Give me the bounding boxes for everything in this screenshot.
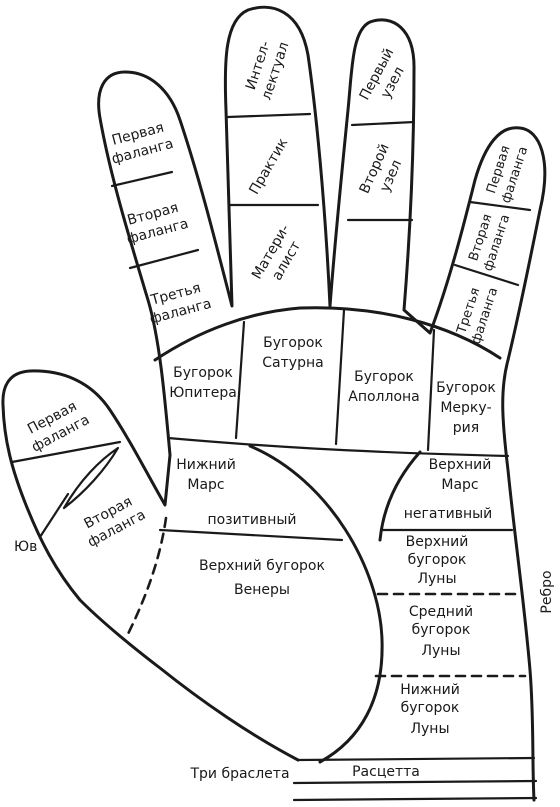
hand-outline xyxy=(1,5,547,802)
svg-text:бугорок: бугорок xyxy=(401,700,460,716)
svg-text:Нижний: Нижний xyxy=(400,682,460,698)
label-ring-second: Второй узел xyxy=(357,141,406,196)
middle-divider-1 xyxy=(226,112,312,119)
label-positive: позитивный xyxy=(207,512,296,528)
finger-base-arc xyxy=(153,306,502,362)
label-lower-luna: Нижний бугорок Луны xyxy=(400,682,460,737)
label-edge: Ребро xyxy=(539,570,555,613)
venus-curve xyxy=(248,444,384,764)
label-middle-material: Матери- алист xyxy=(249,222,304,284)
bracelet-1 xyxy=(296,756,536,762)
svg-text:Верхний бугорок: Верхний бугорок xyxy=(199,558,325,574)
svg-text:Аполлона: Аполлона xyxy=(348,389,420,405)
label-mount-apollo: Бугорок Аполлона xyxy=(348,369,420,405)
label-negative: негативный xyxy=(404,506,493,522)
svg-text:Нижний: Нижний xyxy=(176,457,236,473)
svg-text:бугорок: бугорок xyxy=(412,622,471,638)
label-middle-practical: Практик xyxy=(246,136,291,198)
svg-text:Бугорок: Бугорок xyxy=(354,369,414,385)
label-yuv: Юв xyxy=(14,539,37,555)
svg-text:Средний: Средний xyxy=(409,604,473,620)
mount-divider-2 xyxy=(334,308,346,446)
index-divider-2 xyxy=(128,248,200,270)
svg-text:Сатурна: Сатурна xyxy=(262,355,323,371)
svg-text:Бугорок: Бугорок xyxy=(436,380,496,396)
label-thumb-second: Вторая фаланга xyxy=(81,494,148,551)
thumb-base-dashed xyxy=(124,516,168,640)
bracelet-3 xyxy=(292,796,538,802)
label-mount-mercury: Бугорок Мерку- рия xyxy=(436,380,496,436)
svg-text:Мерку-: Мерку- xyxy=(440,400,491,416)
svg-text:Верхний: Верхний xyxy=(429,457,492,473)
label-mount-saturn: Бугорок Сатурна xyxy=(262,335,323,371)
yuv-mark xyxy=(62,446,120,510)
label-index-second: Вторая фаланга xyxy=(125,200,190,248)
label-middle-intellect: Интел- лектуал xyxy=(243,39,292,102)
mars-line xyxy=(166,436,510,458)
yuv-pointer xyxy=(38,492,70,539)
mount-divider-1 xyxy=(234,320,246,440)
label-little-first: Первая фаланга xyxy=(484,144,531,205)
label-upper-mars: Верхний Марс xyxy=(429,457,492,493)
mount-divider-3 xyxy=(426,328,436,452)
label-upper-venus: Верхний бугорок Венеры xyxy=(199,558,325,598)
svg-text:Бугорок: Бугорок xyxy=(173,365,233,381)
svg-text:Марс: Марс xyxy=(187,477,224,493)
svg-text:бугорок: бугорок xyxy=(408,552,467,568)
svg-text:Верхний: Верхний xyxy=(406,534,469,550)
label-three-bracelets: Три браслета xyxy=(189,766,289,782)
svg-text:Практик: Практик xyxy=(246,136,291,198)
label-rascetta: Расцетта xyxy=(352,764,420,780)
index-divider-1 xyxy=(110,170,174,188)
svg-text:Венеры: Венеры xyxy=(234,582,290,598)
thumb-divider xyxy=(10,440,122,464)
label-ring-first: Первый узел xyxy=(357,46,408,103)
label-middle-luna: Средний бугорок Луны xyxy=(409,604,473,659)
svg-text:Юпитера: Юпитера xyxy=(169,385,237,401)
svg-text:Луны: Луны xyxy=(410,721,449,737)
label-lower-mars: Нижний Марс xyxy=(176,457,236,493)
label-mount-jupiter: Бугорок Юпитера xyxy=(169,365,237,401)
little-divider-1 xyxy=(468,200,532,212)
label-thumb-first: Первая фаланга xyxy=(25,398,92,455)
lower-mars-bottom xyxy=(158,528,344,542)
luna-boundary xyxy=(378,450,422,542)
svg-text:Ребро: Ребро xyxy=(539,570,555,613)
label-index-third: Третья фаланга xyxy=(148,280,213,328)
svg-text:Марс: Марс xyxy=(441,477,478,493)
label-upper-luna: Верхний бугорок Луны xyxy=(406,534,469,587)
svg-text:рия: рия xyxy=(453,420,479,436)
label-index-first: Первая фаланга xyxy=(110,120,175,168)
svg-text:Луны: Луны xyxy=(417,571,456,587)
svg-text:Луны: Луны xyxy=(421,643,460,659)
svg-text:Бугорок: Бугорок xyxy=(263,335,323,351)
little-divider-2 xyxy=(453,263,520,287)
bracelet-2 xyxy=(292,779,538,785)
label-little-second: Вторая фаланга xyxy=(466,212,513,273)
ring-divider-1 xyxy=(350,120,416,127)
